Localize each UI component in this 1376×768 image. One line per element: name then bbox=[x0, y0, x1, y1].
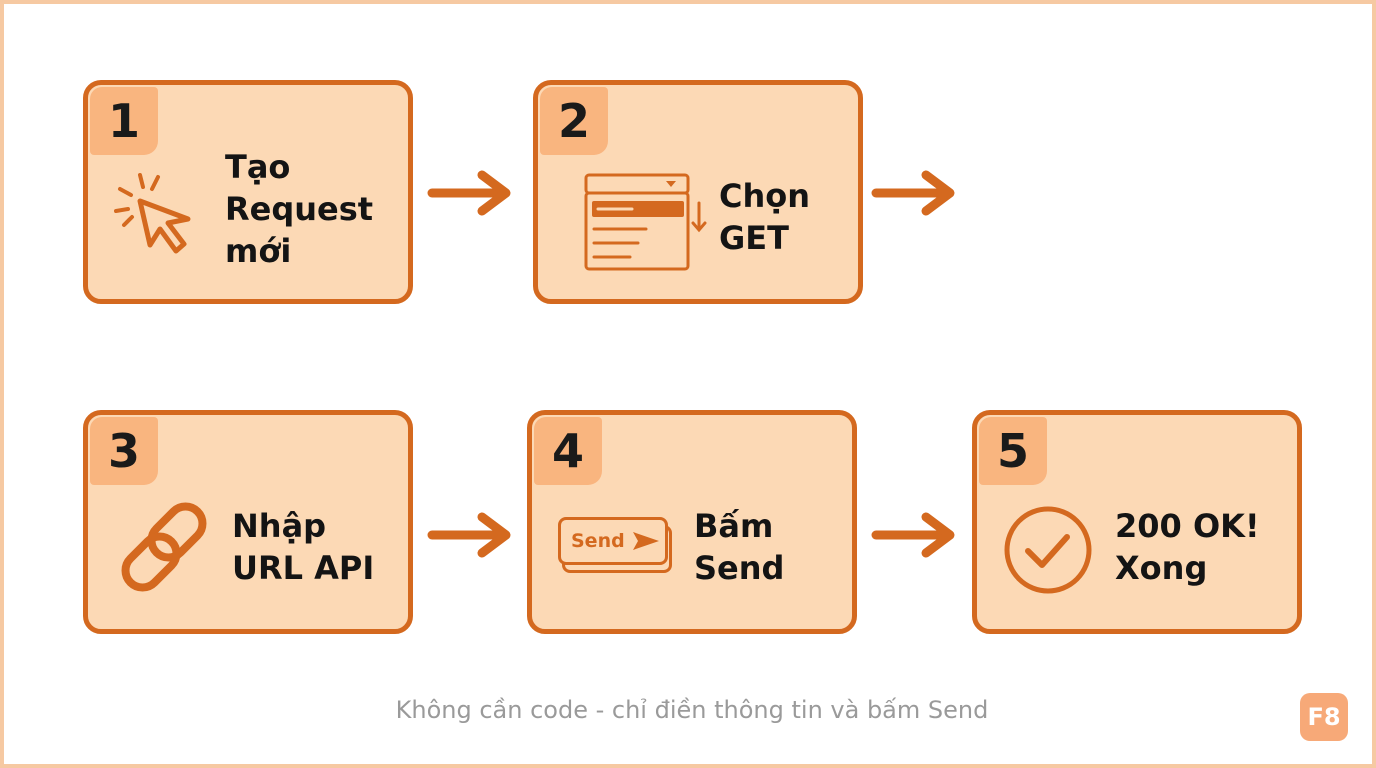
send-arrow-icon bbox=[632, 532, 659, 550]
flow-arrow-icon bbox=[427, 512, 511, 558]
step-number-badge: 4 bbox=[534, 417, 602, 485]
step-card-4: 4 Send Bấm Send bbox=[527, 410, 857, 634]
step-card-3: 3 Nhập URL API bbox=[83, 410, 413, 634]
step-card-5: 5 200 OK! Xong bbox=[972, 410, 1302, 634]
flow-arrow-icon bbox=[427, 170, 511, 216]
dropdown-menu-icon bbox=[584, 173, 707, 271]
cursor-click-icon bbox=[114, 173, 191, 254]
step-number-badge: 3 bbox=[90, 417, 158, 485]
step-label: Bấm Send bbox=[694, 507, 785, 587]
step-number-badge: 5 bbox=[979, 417, 1047, 485]
check-circle-icon bbox=[1004, 506, 1092, 594]
step-label: Tạo Request mới bbox=[225, 148, 374, 270]
flow-arrow-icon bbox=[871, 512, 955, 558]
send-button-icon: Send bbox=[558, 515, 676, 579]
f8-logo: F8 bbox=[1300, 693, 1348, 741]
step-label: Chọn GET bbox=[719, 177, 811, 257]
step-card-2: 2 Chọn GET bbox=[533, 80, 863, 304]
link-icon bbox=[121, 502, 207, 592]
send-button-text: Send bbox=[571, 530, 625, 552]
footer-caption: Không cần code - chỉ điền thông tin và b… bbox=[395, 696, 989, 724]
step-card-1: 1 Tạo Request mới bbox=[83, 80, 413, 304]
step-label: 200 OK! Xong bbox=[1115, 507, 1260, 587]
step-number-badge: 1 bbox=[90, 87, 158, 155]
step-number-badge: 2 bbox=[540, 87, 608, 155]
step-label: Nhập URL API bbox=[232, 507, 375, 587]
flow-arrow-icon bbox=[871, 170, 955, 216]
